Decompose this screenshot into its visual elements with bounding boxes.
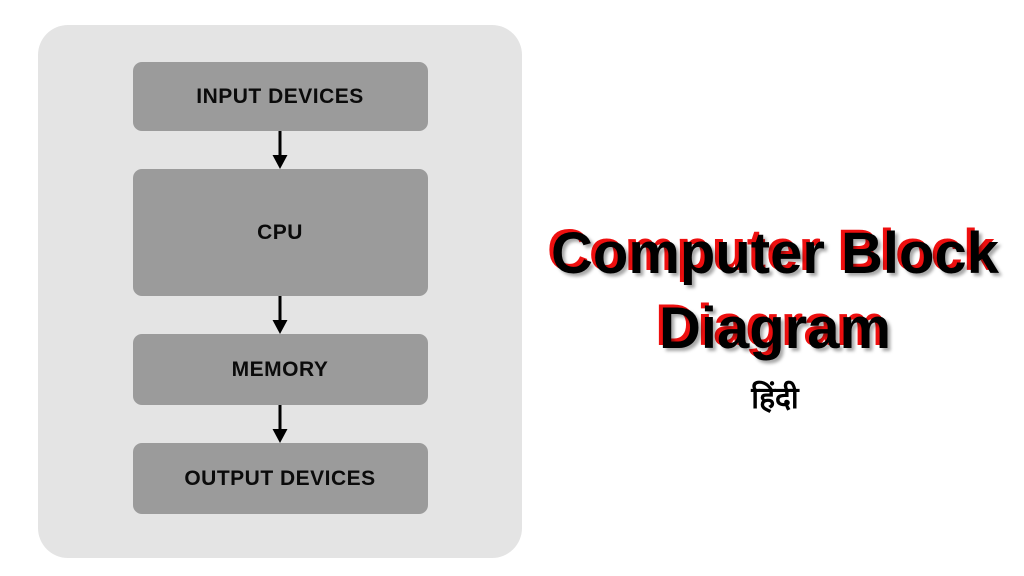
title-area: Computer Block Computer Block Diagram Di… [545,216,1005,417]
arrow-input-to-cpu [270,131,290,169]
page-title-line1-text: Computer Block [551,221,999,286]
arrow-down-icon [272,131,288,169]
block-input-devices: INPUT DEVICES [132,62,428,131]
block-output-devices-label: OUTPUT DEVICES [184,466,376,490]
block-memory: MEMORY [132,334,428,405]
block-input-devices-label: INPUT DEVICES [196,84,364,108]
arrow-down-icon [272,296,288,334]
arrow-memory-to-output [270,405,290,443]
block-cpu-label: CPU [257,220,303,244]
block-memory-label: MEMORY [231,357,329,381]
arrow-cpu-to-memory [270,296,290,334]
block-cpu: CPU [132,169,428,296]
block-diagram-panel: INPUT DEVICES CPU MEMORY [38,25,522,558]
page-title-line1-red-layer: Computer Block [547,218,995,283]
arrow-down-icon [272,405,288,443]
block-output-devices: OUTPUT DEVICES [132,443,428,514]
page-title-line2: Diagram Diagram [545,291,1005,366]
page-title-line2-red-layer: Diagram [654,293,888,358]
page-title-line1: Computer Block Computer Block [545,216,1005,291]
page-subtitle-hindi: हिंदी [751,382,799,415]
page-title-line2-text: Diagram [658,296,892,361]
